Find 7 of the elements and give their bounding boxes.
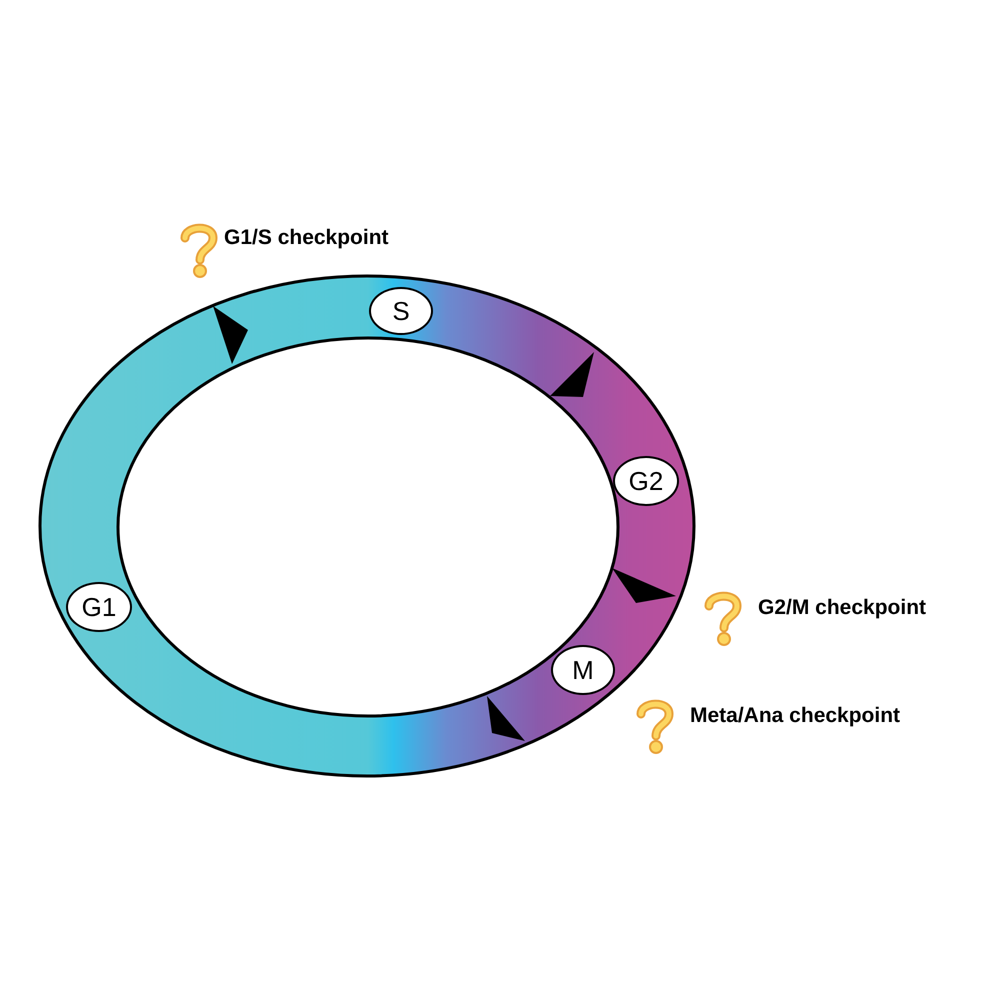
phase-label: M — [572, 657, 594, 683]
checkpoint-label: G1/S checkpoint — [224, 225, 389, 251]
checkpoint-label: Meta/Ana checkpoint — [690, 703, 900, 729]
phase-label: G1 — [82, 594, 116, 620]
phase-label: S — [392, 298, 410, 324]
checkpoint-label: G2/M checkpoint — [758, 595, 926, 621]
phase-label: G2 — [628, 468, 664, 494]
